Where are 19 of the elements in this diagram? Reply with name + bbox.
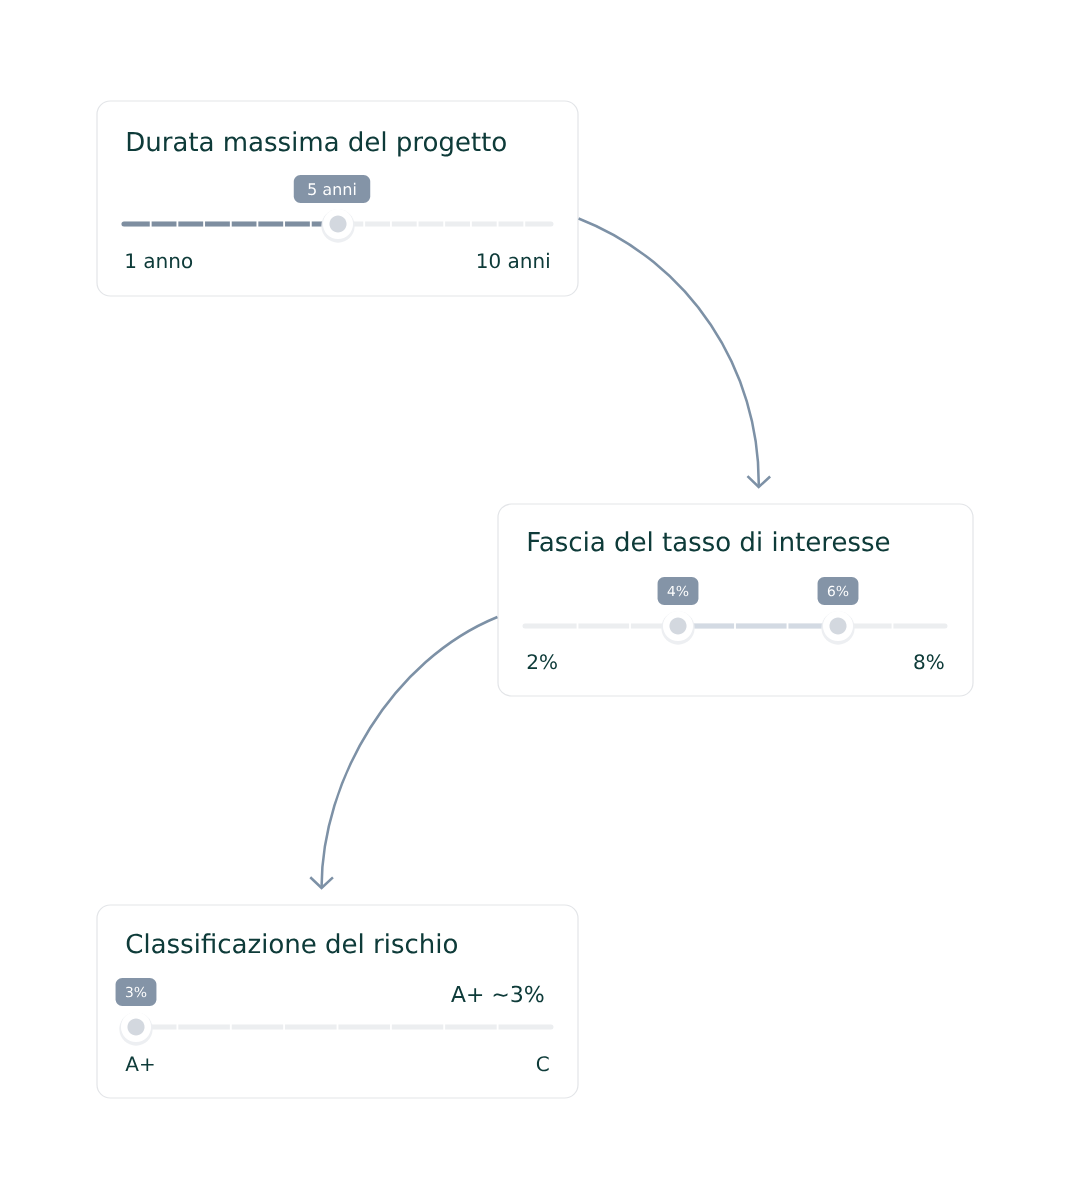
- slider-card: [96, 100, 579, 297]
- range-min-label: 2%: [527, 654, 557, 670]
- range-max-label: 8%: [914, 654, 944, 670]
- arrow: [578, 217, 771, 489]
- card-title: Fascia del tasso di interesse: [528, 531, 890, 552]
- value-badge: 5 anni: [293, 175, 371, 203]
- arrow: [309, 615, 498, 890]
- slider-card: [497, 503, 974, 697]
- range-max-label: 10 anni: [477, 252, 549, 269]
- value-badge: 4%: [657, 577, 699, 605]
- slider-card: [96, 904, 579, 1099]
- value-readout: A+ ~3%: [451, 985, 544, 1003]
- range-max-label: C: [536, 1056, 549, 1072]
- range-min-label: 1 anno: [126, 253, 193, 269]
- card-title: Durata massima del progetto: [127, 131, 506, 157]
- value-badge: 6%: [817, 577, 859, 605]
- value-badge: 3%: [115, 978, 157, 1006]
- range-min-label: A+: [125, 1056, 154, 1071]
- card-title: Classificazione del rischio: [126, 933, 457, 954]
